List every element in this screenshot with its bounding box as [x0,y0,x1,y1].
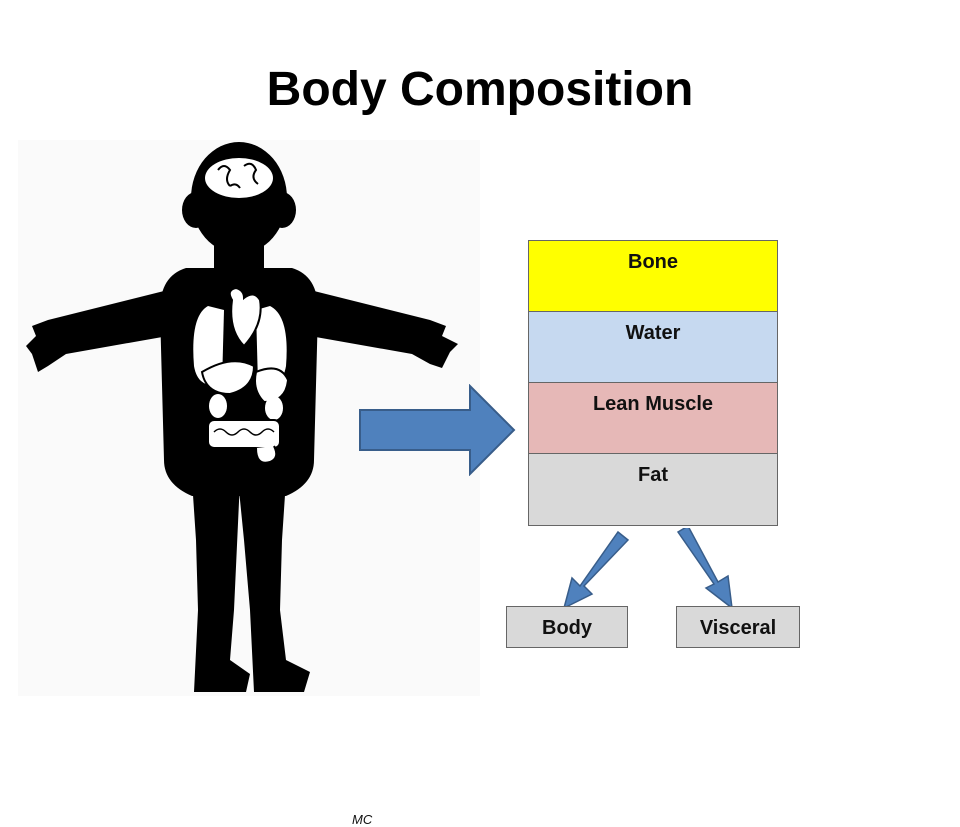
layer-water: Water [529,312,777,383]
down-right-arrow-icon [676,528,733,610]
fat-type-label: Visceral [699,617,777,639]
body-silhouette-icon [26,142,458,692]
artist-signature: MC [352,812,373,827]
layer-fat: Fat [529,454,777,525]
fat-type-label: Body [542,617,592,639]
composition-stack: Bone Water Lean Muscle Fat [528,240,778,526]
layer-lean-muscle: Lean Muscle [529,383,777,454]
right-arrow-icon [359,384,516,476]
fat-type-visceral: Visceral [676,606,800,648]
layer-label: Bone [628,251,678,273]
page-title: Body Composition [266,63,694,116]
split-arrows [562,528,733,610]
layer-label: Water [625,322,681,344]
layer-bone: Bone [529,241,777,312]
layer-label: Fat [638,464,668,486]
layer-label: Lean Muscle [592,393,714,415]
down-left-arrow-icon [562,530,630,610]
fat-type-body: Body [506,606,628,648]
